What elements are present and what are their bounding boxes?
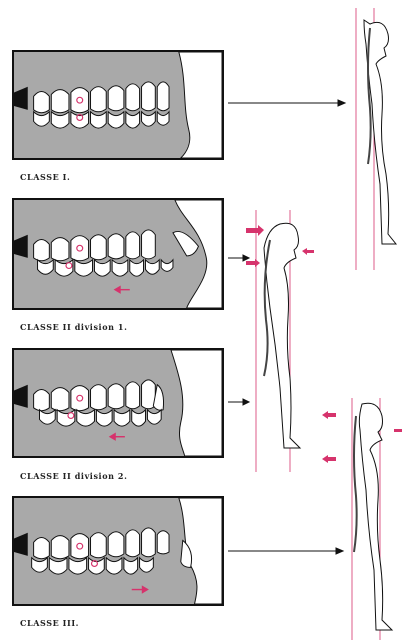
- caption-classe-2-div1: CLASSE II division 1.: [20, 322, 127, 332]
- dental-panel-classe-3: [12, 496, 224, 606]
- teeth-illustration: [14, 350, 222, 456]
- teeth-illustration: [14, 498, 222, 604]
- caption-classe-3: CLASSE III.: [20, 618, 79, 628]
- teeth-illustration: [14, 200, 222, 308]
- teeth-illustration: [14, 52, 222, 158]
- caption-classe-2-div2: CLASSE II division 2.: [20, 471, 127, 481]
- dental-panel-classe-2-div2: [12, 348, 224, 458]
- caption-classe-1: CLASSE I.: [20, 172, 70, 182]
- posture-figure-classe-3: [322, 398, 403, 640]
- dental-panel-classe-1: [12, 50, 224, 160]
- posture-figure-classe-1: [340, 8, 402, 270]
- dental-panel-classe-2-div1: [12, 198, 224, 310]
- posture-figure-classe-2: [246, 210, 316, 472]
